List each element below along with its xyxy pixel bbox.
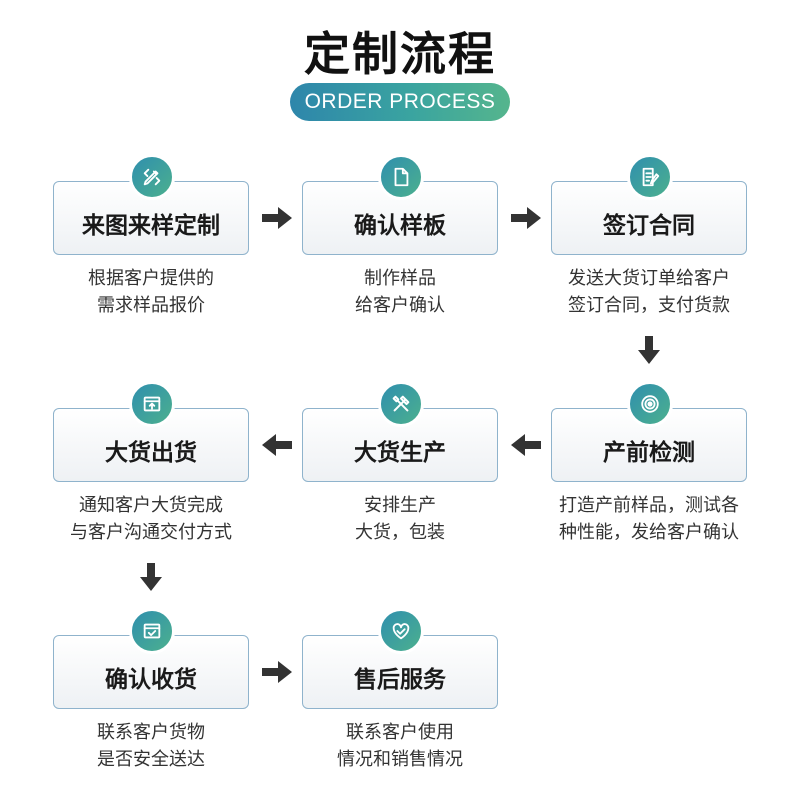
step-box-3: 签订合同 <box>551 181 747 255</box>
step-desc-8-line-2: 情况和销售情况 <box>337 749 463 770</box>
step-label-1: 来图来样定制 <box>82 213 220 239</box>
step-box-5: 大货生产 <box>302 408 498 482</box>
page-subtitle-pill: ORDER PROCESS <box>290 83 510 121</box>
step-desc-5: 安排生产 大货，包装 <box>290 492 510 546</box>
step-desc-4-line-2: 种性能，发给客户确认 <box>559 522 739 543</box>
arrow-right-icon <box>262 207 292 233</box>
step-desc-5-line-1: 安排生产 <box>364 495 436 516</box>
step-desc-4: 打造产前样品，测试各 种性能，发给客户确认 <box>539 492 759 546</box>
step-desc-1: 根据客户提供的 需求样品报价 <box>41 265 261 319</box>
step-desc-2: 制作样品 给客户确认 <box>290 265 510 319</box>
step-label-8: 售后服务 <box>354 667 446 693</box>
step-desc-2-line-2: 给客户确认 <box>355 295 445 316</box>
step-desc-8-line-1: 联系客户使用 <box>346 722 454 743</box>
step-label-6: 大货出货 <box>105 440 197 466</box>
step-box-8: 售后服务 <box>302 635 498 709</box>
arrow-down-icon <box>140 563 162 595</box>
step-desc-3: 发送大货订单给客户 签订合同，支付货款 <box>539 265 759 319</box>
step-desc-3-line-1: 发送大货订单给客户 <box>568 268 730 289</box>
contract-edit-icon <box>627 154 673 200</box>
step-desc-1-line-2: 需求样品报价 <box>97 295 205 316</box>
target-icon <box>627 381 673 427</box>
handshake-heart-icon <box>378 608 424 654</box>
arrow-left-icon <box>262 434 292 460</box>
step-desc-6-line-1: 通知客户大货完成 <box>79 495 223 516</box>
step-label-7: 确认收货 <box>105 667 197 693</box>
arrow-down-icon <box>638 336 660 368</box>
received-box-icon <box>129 608 175 654</box>
arrow-right-icon <box>511 207 541 233</box>
step-desc-7: 联系客户货物 是否安全送达 <box>41 719 261 773</box>
tools-icon <box>378 381 424 427</box>
page-title: 定制流程 <box>304 27 496 81</box>
shipping-box-icon <box>129 381 175 427</box>
step-label-5: 大货生产 <box>354 440 446 466</box>
step-label-2: 确认样板 <box>354 213 446 239</box>
pencil-ruler-icon <box>129 154 175 200</box>
step-label-4: 产前检测 <box>603 440 695 466</box>
step-desc-6: 通知客户大货完成 与客户沟通交付方式 <box>41 492 261 546</box>
step-desc-7-line-2: 是否安全送达 <box>97 749 205 770</box>
step-desc-4-line-1: 打造产前样品，测试各 <box>559 495 739 516</box>
step-desc-3-line-2: 签订合同，支付货款 <box>568 295 730 316</box>
step-label-3: 签订合同 <box>603 213 695 239</box>
arrow-left-icon <box>511 434 541 460</box>
step-desc-2-line-1: 制作样品 <box>364 268 436 289</box>
step-desc-8: 联系客户使用 情况和销售情况 <box>290 719 510 773</box>
document-icon <box>378 154 424 200</box>
step-desc-1-line-1: 根据客户提供的 <box>88 268 214 289</box>
step-desc-6-line-2: 与客户沟通交付方式 <box>70 522 232 543</box>
arrow-right-icon <box>262 661 292 687</box>
step-desc-7-line-1: 联系客户货物 <box>97 722 205 743</box>
step-desc-5-line-2: 大货，包装 <box>355 522 445 543</box>
